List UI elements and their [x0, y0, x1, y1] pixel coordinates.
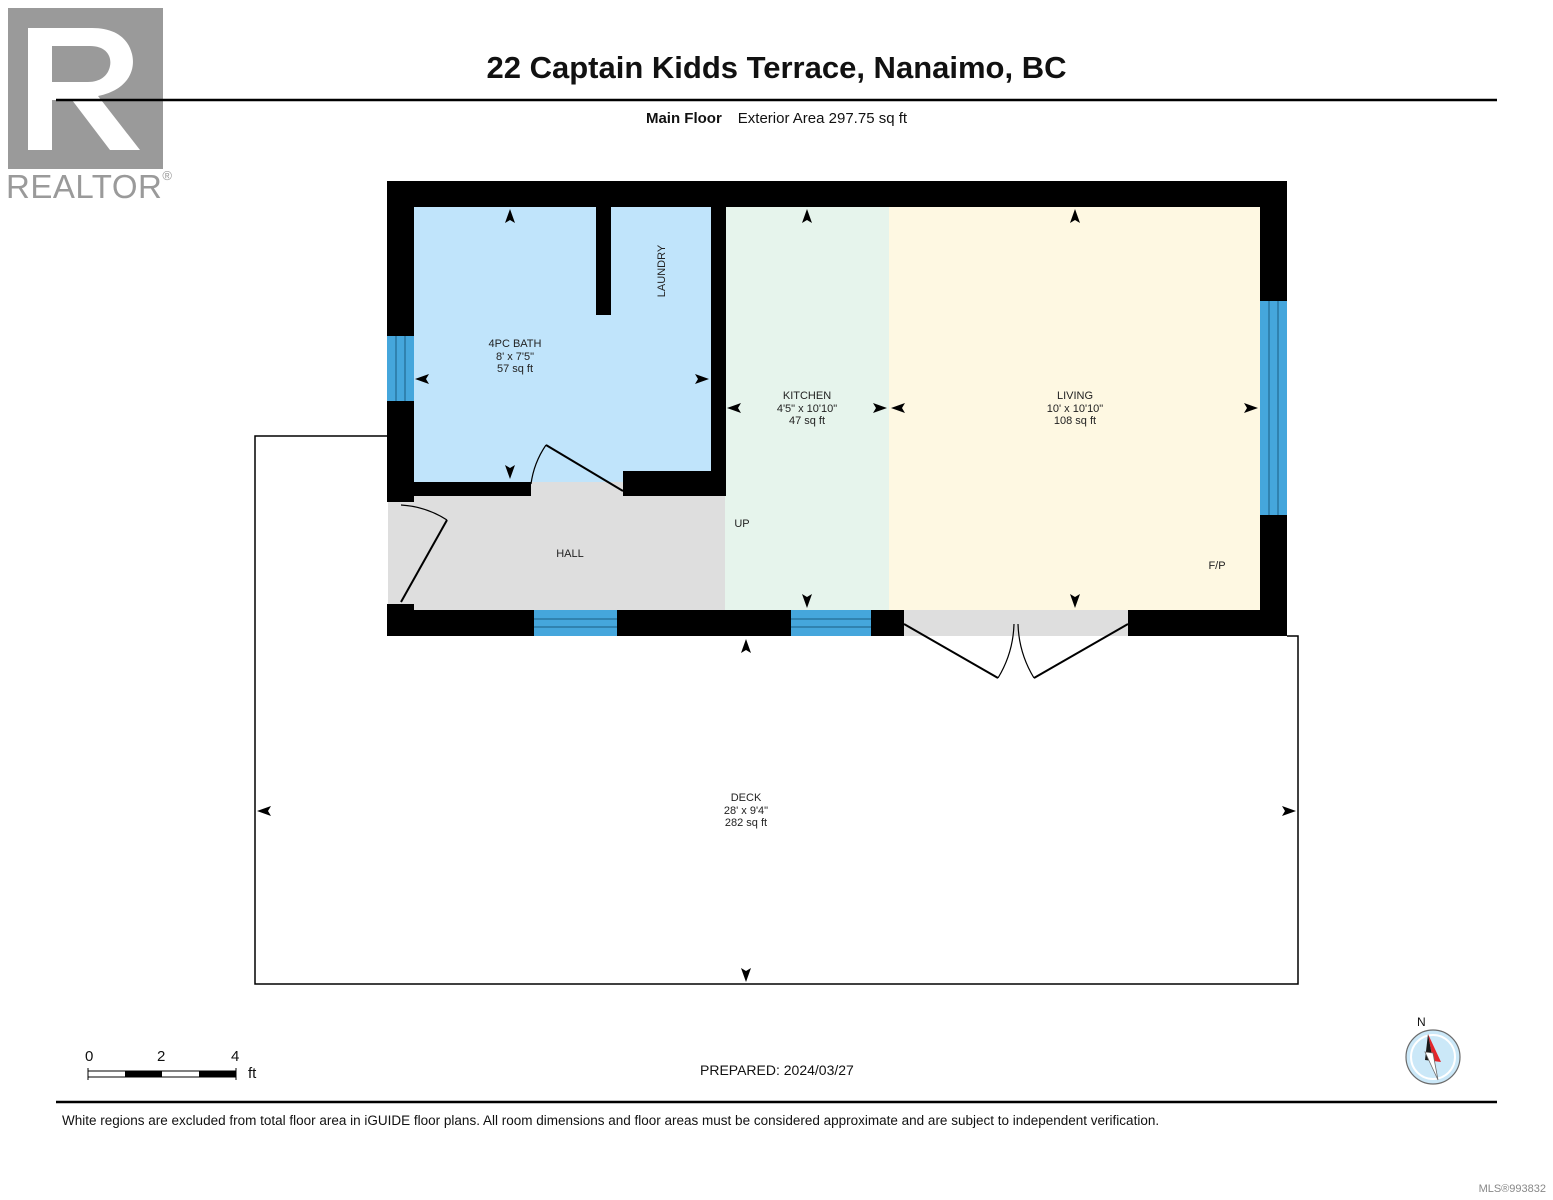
page-title: 22 Captain Kidds Terrace, Nanaimo, BC [486, 50, 1067, 85]
patio-door-left [903, 623, 1015, 679]
prepared-date: PREPARED: 2024/03/27 [700, 1062, 854, 1078]
entry-door-swing [400, 504, 448, 603]
window-bath-west [387, 336, 414, 401]
room-name: KITCHEN [782, 390, 832, 402]
floor-subtitle: Main Floor Exterior Area 297.75 sq ft [0, 110, 1553, 127]
realtor-wordmark: REALTOR® [6, 168, 172, 206]
arrow-up-living [1070, 209, 1080, 223]
arrow-left-living [891, 403, 905, 413]
windows [387, 301, 1287, 636]
room-dims: 28' x 9'4" [723, 804, 769, 817]
room-area: 108 sq ft [1053, 415, 1097, 427]
room-label-living: LIVING 10' x 10'10" 108 sq ft [1015, 390, 1135, 428]
room-label-bath: 4PC BATH 8' x 7'5" 57 sq ft [455, 338, 575, 376]
window-hall-south [534, 610, 617, 636]
room-label-laundry: LAUNDRY [656, 226, 669, 316]
scale-tick-2: 2 [157, 1048, 166, 1065]
room-label-kitchen: KITCHEN 4'5" x 10'10" 47 sq ft [747, 390, 867, 428]
doorway-fill [388, 502, 414, 604]
arrow-down-kitchen [802, 594, 812, 608]
room-name: LIVING [1056, 390, 1094, 402]
room-name: HALL [556, 548, 584, 560]
room-name: 4PC BATH [488, 338, 542, 350]
kitchen-fill [725, 207, 889, 610]
room-area: 47 sq ft [788, 415, 826, 427]
room-label-hall: HALL [530, 548, 610, 561]
room-name: LAUNDRY [656, 244, 668, 298]
bath-door-threshold [531, 482, 623, 496]
hall-fill [413, 496, 727, 610]
exterior-area: Exterior Area 297.75 sq ft [737, 110, 908, 127]
room-area: 57 sq ft [496, 363, 534, 375]
arrow-up-bath [505, 209, 515, 223]
disclaimer: White regions are excluded from total fl… [62, 1113, 1160, 1128]
arrow-down-bath [505, 465, 515, 479]
arrow-up-deck [741, 639, 751, 653]
room-area: 282 sq ft [724, 817, 768, 829]
arrow-right-bath [695, 374, 709, 384]
arrow-right-living [1244, 403, 1258, 413]
bath-door-swing [530, 444, 624, 492]
arrow-left-kitchen [727, 403, 741, 413]
arrow-up-kitchen [802, 209, 812, 223]
window-kitchen-south [791, 610, 871, 636]
fp-text: F/P [1208, 560, 1226, 572]
stairs-up-label: UP [722, 518, 762, 531]
room-name: DECK [730, 792, 762, 804]
arrow-down-living [1070, 594, 1080, 608]
realtor-logo-icon [8, 8, 163, 169]
deck-outline [254, 435, 1299, 985]
scale-unit: ft [248, 1065, 257, 1082]
room-dims: 10' x 10'10" [1046, 402, 1104, 415]
arrow-down-deck [741, 968, 751, 982]
arrow-left-bath [415, 374, 429, 384]
dimension-arrows [257, 209, 1296, 982]
scale-tick-0: 0 [85, 1048, 94, 1065]
patio-door-threshold [904, 610, 1128, 636]
window-living-east [1260, 301, 1287, 515]
registered-mark: ® [162, 168, 173, 183]
fireplace-label: F/P [1197, 560, 1237, 573]
living-fill [889, 207, 1260, 610]
arrow-right-deck [1282, 806, 1296, 816]
patio-door-right [1017, 623, 1129, 679]
floor-label: Main Floor [645, 110, 722, 127]
arrow-left-deck [257, 806, 271, 816]
walls [387, 181, 1287, 636]
room-dims: 8' x 7'5" [495, 350, 535, 363]
scale-bar [87, 1068, 237, 1080]
door-swings [400, 444, 1129, 679]
room-dims: 4'5" x 10'10" [776, 402, 838, 415]
compass-north-label: N [1417, 1015, 1426, 1029]
compass-icon [1405, 1029, 1461, 1085]
up-text: UP [734, 518, 750, 530]
arrow-right-kitchen [873, 403, 887, 413]
scale-tick-4: 4 [231, 1048, 240, 1065]
room-label-deck: DECK 28' x 9'4" 282 sq ft [686, 792, 806, 830]
mls-number: MLS®993832 [1478, 1183, 1546, 1195]
bath-fill [413, 207, 711, 484]
realtor-text: REALTOR [6, 168, 163, 205]
